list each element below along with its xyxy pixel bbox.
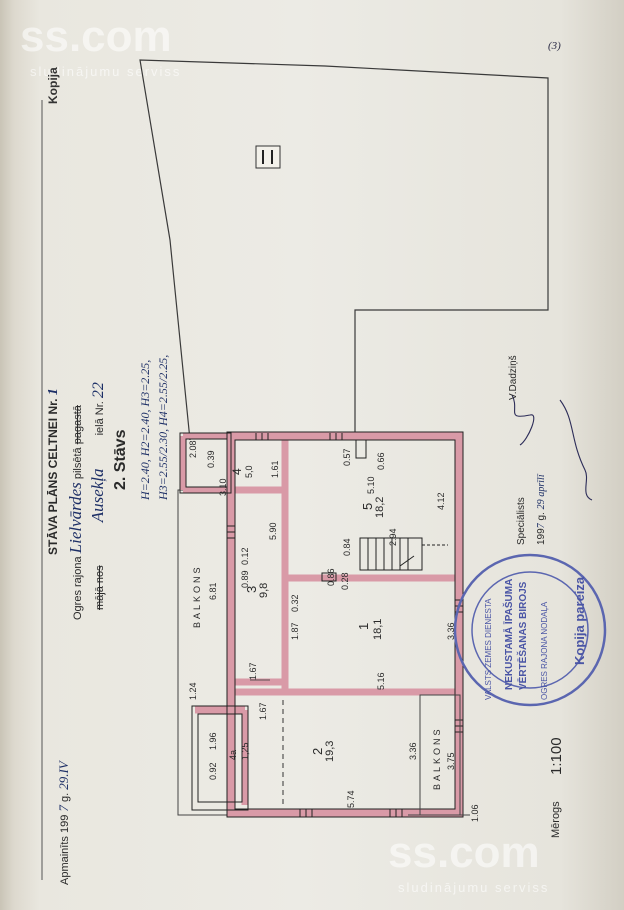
watermark-brand-bottom: ss.com bbox=[388, 828, 540, 877]
dim-bottom-right: 1.06 bbox=[470, 804, 480, 822]
heights-line-1: H=2.40, H2=2.40, H3=2.25, bbox=[138, 359, 152, 500]
site-outline bbox=[139, 59, 549, 441]
balcony-outline-left bbox=[177, 489, 229, 816]
address-line-1: Ogres rajona Lielvārdes pilsētā pagastā bbox=[66, 405, 85, 620]
room-4-area: 5,0 bbox=[244, 465, 254, 478]
room-1-number: 1 bbox=[356, 622, 371, 630]
dim-top-left-2: 0.39 bbox=[206, 450, 216, 468]
room-5-dim-c: 0.66 bbox=[376, 452, 386, 470]
dim-top-left: 2.08 bbox=[188, 440, 198, 458]
chimney-icon bbox=[255, 145, 281, 169]
scale-label: Mērogs bbox=[550, 801, 562, 838]
dim-hall-c: 1.24 bbox=[188, 682, 198, 700]
building-walls bbox=[179, 432, 463, 817]
balcony-right-dim: 3.75 bbox=[446, 752, 456, 770]
room-1-dim-a: 3.36 bbox=[446, 622, 456, 640]
town-value: Lielvārdes bbox=[66, 482, 85, 554]
room-2-dim-a: 3.36 bbox=[408, 742, 418, 760]
room-1-area: 18,1 bbox=[372, 618, 384, 640]
specialist-name: V.Dadziņš bbox=[508, 355, 519, 400]
room-5-dim-f: 2.94 bbox=[388, 528, 398, 546]
room-4-number: 4 bbox=[230, 468, 244, 475]
room-5-area: 18,2 bbox=[374, 496, 386, 518]
watermark-tagline-bottom: sludinājumu serviss bbox=[398, 880, 550, 895]
floor-label: 2. Stāvs bbox=[112, 429, 129, 490]
door-mark bbox=[321, 572, 337, 582]
stamp-text-top: VALSTS ZEMES DIENESTA bbox=[484, 598, 493, 700]
dim-corridor: 0.86 bbox=[326, 568, 336, 586]
building-number: 1 bbox=[46, 388, 61, 396]
room-5-dim-b: 5.10 bbox=[366, 476, 376, 494]
room-2-area: 19,3 bbox=[324, 740, 336, 762]
stamp-text-bottom: OGRES RAJONA NODAĻA bbox=[540, 601, 549, 700]
room-3-area: 9,8 bbox=[258, 582, 270, 598]
scale-value: 1:100 bbox=[548, 737, 565, 775]
kopija-corner-stamp: Kopija bbox=[46, 67, 60, 104]
room-5-dim-d: 0.57 bbox=[342, 448, 352, 466]
room-4-dim-b: 1.61 bbox=[270, 460, 280, 478]
room-4a-dim-a: 1.96 bbox=[208, 732, 218, 750]
specialist-label: Speciālists bbox=[516, 497, 527, 545]
room-1-dim-d: 1.87 bbox=[290, 622, 300, 640]
room-2-dim-b: 5.74 bbox=[346, 790, 356, 808]
plan-heading: STĀVA PLĀNS CELTNEI Nr. 1 bbox=[46, 388, 61, 555]
room-3-dim-b: 0.12 bbox=[240, 547, 250, 565]
room-5-dim-e: 0.84 bbox=[342, 538, 352, 556]
vent-block bbox=[355, 439, 367, 459]
room-2-number: 2 bbox=[310, 747, 325, 755]
room-5-number: 5 bbox=[360, 502, 375, 510]
room-4-dim-a: 3.10 bbox=[218, 478, 228, 496]
dim-side: 0.28 bbox=[340, 572, 350, 590]
room-1-dim-b: 5.16 bbox=[376, 672, 386, 690]
room-3-dim-a: 5.90 bbox=[268, 522, 278, 540]
room-5-dim-a: 4.12 bbox=[436, 492, 446, 510]
dim-hall-b: 1.67 bbox=[258, 702, 268, 720]
survey-date: Apmainīts 199 7 g. 29.IV bbox=[56, 761, 71, 885]
round-stamp-image bbox=[453, 553, 607, 707]
balcony-right-label: BALKONS bbox=[432, 726, 442, 790]
page-mark: (3) bbox=[548, 40, 561, 52]
specialist-date: 1997 g. 29 aprīlī bbox=[536, 474, 547, 545]
stairs-icon bbox=[359, 537, 448, 571]
heights-line-2: H3=2.55/2.30, H4=2.55/2.25, bbox=[156, 354, 170, 500]
stamp-text-middle2: VĒRTĒŠANAS BIROJS bbox=[518, 581, 529, 690]
room-4a-area: 1,25 bbox=[240, 742, 250, 760]
room-4a-number: 4a bbox=[228, 749, 238, 760]
balcony-left-dim: 6.81 bbox=[208, 582, 218, 600]
street-value: Ausekļa bbox=[88, 468, 107, 523]
specialist-signature-image bbox=[511, 394, 593, 501]
room-1-dim-c: 0.32 bbox=[290, 594, 300, 612]
balcony-left-label: BALKONS bbox=[192, 564, 202, 628]
watermark-brand-top: ss.com bbox=[20, 12, 172, 61]
copy-correct-stamp: Kopija pareiza bbox=[572, 576, 587, 665]
address-line-2: mājā nos Ausekļa ielā Nr. 22 bbox=[88, 382, 107, 610]
street-number: 22 bbox=[90, 382, 107, 399]
stamp-text-middle1: NEKUSTAMĀ ĪPAŠUMA bbox=[504, 578, 515, 690]
dim-hall-a: 1.67 bbox=[248, 662, 258, 680]
room-4a-dim-b: 0.92 bbox=[208, 762, 218, 780]
room-3-dim-c: 0.89 bbox=[240, 570, 250, 588]
